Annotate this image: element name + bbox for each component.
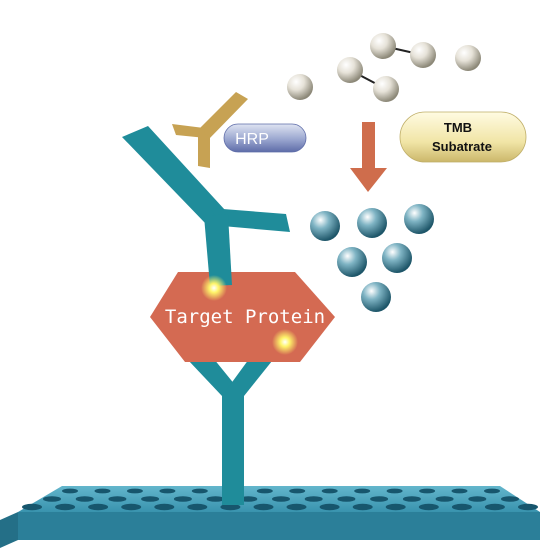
- reaction-arrow-head: [350, 168, 387, 192]
- substrate-sphere: [410, 42, 436, 68]
- product-sphere: [382, 243, 412, 273]
- hrp-badge: HRP: [223, 123, 307, 153]
- plate-well: [386, 488, 403, 494]
- hrp-antibody-stem: [198, 132, 210, 168]
- plate-well: [108, 496, 127, 502]
- plate-well: [94, 488, 111, 494]
- binding-glow-upper: [201, 275, 227, 301]
- plate-well: [451, 503, 472, 511]
- plate-well: [501, 496, 519, 502]
- plate-well: [154, 503, 175, 511]
- target-protein-label: Target Protein: [165, 306, 325, 328]
- plate-well: [159, 488, 176, 494]
- hrp-pill: [223, 123, 307, 153]
- plate-well: [518, 503, 538, 511]
- plate-well: [370, 496, 389, 502]
- plate-well: [191, 488, 208, 494]
- plate-well: [468, 496, 487, 502]
- plate-well: [289, 488, 306, 494]
- reaction-arrow: [350, 122, 387, 192]
- plate-well: [385, 503, 406, 511]
- plate-well: [319, 503, 340, 511]
- tmb-label-line2: Subatrate: [432, 139, 492, 154]
- plate-well: [22, 503, 42, 511]
- plate-left-face: [0, 512, 18, 548]
- plate-well: [121, 503, 142, 511]
- plate-well: [418, 503, 439, 511]
- plate-well: [173, 496, 192, 502]
- substrate-sphere: [455, 45, 481, 71]
- product-sphere: [310, 211, 340, 241]
- product-molecules: [310, 204, 434, 312]
- plate-well: [206, 496, 225, 502]
- substrate-molecules: [287, 33, 481, 102]
- detection-antibody: [122, 126, 290, 286]
- substrate-sphere: [337, 57, 363, 83]
- product-sphere: [337, 247, 367, 277]
- microplate: [0, 486, 540, 548]
- plate-well: [484, 503, 505, 511]
- plate-well: [402, 496, 421, 502]
- detection-antibody-stem: [204, 214, 232, 286]
- plate-well: [88, 503, 109, 511]
- hrp-antibody: [172, 92, 248, 168]
- hrp-antibody-arm-upper: [196, 92, 248, 140]
- plate-well: [419, 488, 436, 494]
- plate-front-face: [18, 512, 540, 540]
- plate-well: [62, 488, 78, 494]
- plate-well: [75, 496, 94, 502]
- tmb-pill: [399, 111, 527, 163]
- plate-well: [55, 503, 76, 511]
- plate-well: [435, 496, 454, 502]
- tmb-label-line1: TMB: [444, 120, 472, 135]
- detection-antibody-short-arm: [210, 208, 290, 232]
- substrate-sphere: [370, 33, 396, 59]
- plate-well: [286, 503, 307, 511]
- detection-antibody-long-arm: [122, 126, 225, 224]
- plate-well: [43, 496, 61, 502]
- product-sphere: [357, 208, 387, 238]
- plate-well: [253, 503, 274, 511]
- plate-well: [187, 503, 208, 511]
- plate-well: [272, 496, 290, 502]
- plate-well: [354, 488, 371, 494]
- binding-glow-lower: [272, 329, 298, 355]
- plate-well: [484, 488, 500, 494]
- plate-well: [337, 496, 356, 502]
- hrp-label: HRP: [235, 131, 269, 148]
- target-protein: Target Protein: [150, 272, 335, 362]
- capture-antibody-stem: [222, 385, 244, 505]
- substrate-sphere: [373, 76, 399, 102]
- reaction-arrow-shaft: [362, 122, 375, 172]
- product-sphere: [361, 282, 391, 312]
- plate-well: [256, 488, 273, 494]
- product-sphere: [404, 204, 434, 234]
- plate-well: [141, 496, 160, 502]
- hrp-antibody-arm-left: [172, 124, 206, 138]
- plate-well: [126, 488, 143, 494]
- tmb-badge: TMB Subatrate: [399, 111, 527, 163]
- substrate-sphere: [287, 74, 313, 100]
- plate-well: [220, 503, 241, 511]
- plate-well: [451, 488, 468, 494]
- plate-well: [321, 488, 338, 494]
- plate-well: [304, 496, 323, 502]
- plate-well: [352, 503, 373, 511]
